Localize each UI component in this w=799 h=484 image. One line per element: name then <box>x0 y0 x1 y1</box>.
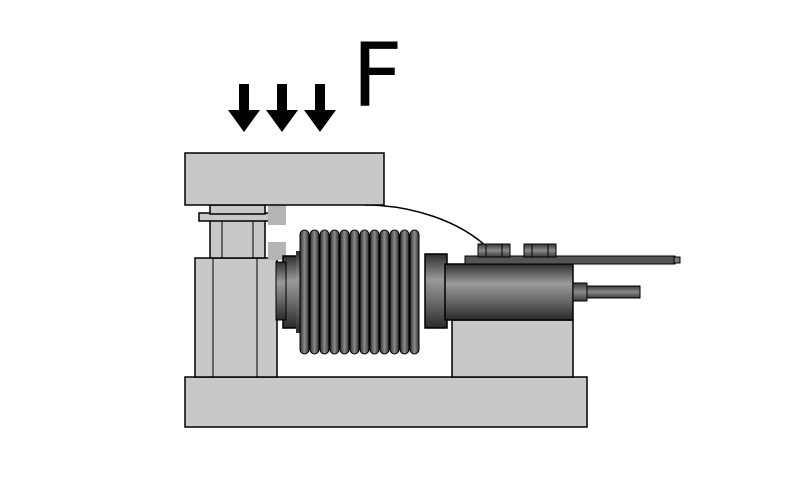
bracket <box>268 205 286 260</box>
mounting-bolt-1 <box>477 243 511 258</box>
mounting-bolt-2 <box>523 243 557 258</box>
left-support-block <box>194 257 278 378</box>
top-plate <box>184 152 385 206</box>
hex-nut <box>198 204 276 259</box>
force-arrow-3 <box>304 84 336 132</box>
cable-connector <box>572 282 641 302</box>
force-arrow-1 <box>228 84 260 132</box>
right-support-block <box>451 319 574 378</box>
force-arrows <box>228 84 336 132</box>
force-arrow-2 <box>266 84 298 132</box>
bellows-fins <box>299 229 420 355</box>
base-plate <box>184 376 588 428</box>
mounting-bar <box>464 255 681 265</box>
load-cell-body <box>275 251 574 333</box>
force-label: F <box>352 24 403 127</box>
